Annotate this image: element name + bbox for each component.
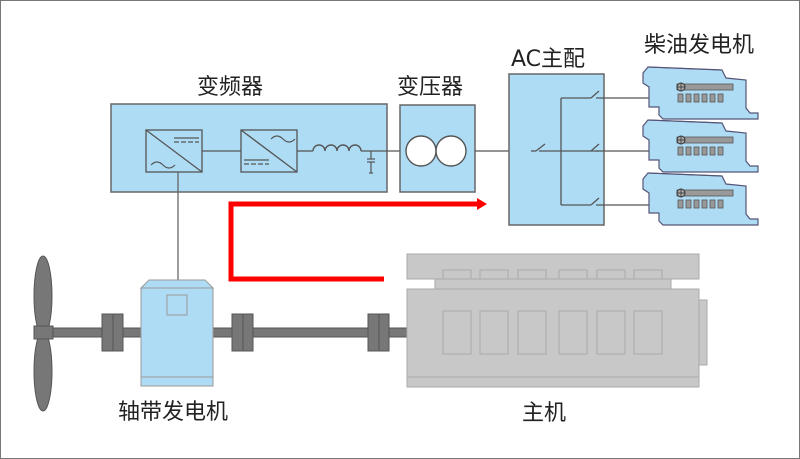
engine-cylinder bbox=[633, 310, 663, 355]
vfd-label: 变频器 bbox=[197, 75, 264, 100]
engine-cylinder-head bbox=[479, 269, 509, 280]
engine-cylinder bbox=[558, 310, 588, 355]
engine-cylinder-head bbox=[517, 269, 547, 280]
ac-main-label: AC主配 bbox=[511, 47, 586, 72]
shaft-generator-icon bbox=[139, 279, 215, 387]
engine-cylinder-head bbox=[596, 269, 626, 280]
diesel-generator-icon bbox=[642, 119, 759, 173]
diesel-generator-label: 柴油发电机 bbox=[644, 33, 755, 58]
engine-cylinder-head bbox=[558, 269, 588, 280]
shaft-generator-label: 轴带发电机 bbox=[118, 400, 229, 425]
propeller-icon bbox=[33, 255, 54, 412]
switchboard-breakers bbox=[531, 90, 651, 206]
inverter-icon bbox=[240, 129, 298, 173]
power-flow-arrow bbox=[228, 198, 487, 282]
transformer-label: 变压器 bbox=[397, 75, 464, 100]
transformer-icon bbox=[405, 135, 467, 167]
capacitor-icon bbox=[367, 151, 375, 174]
rectifier-icon bbox=[145, 129, 203, 173]
propeller-shaft bbox=[52, 313, 408, 352]
engine-cylinder bbox=[596, 310, 626, 355]
engine-cylinder bbox=[517, 310, 547, 355]
diesel-generator-icon bbox=[642, 172, 759, 226]
engine-cylinder-head bbox=[442, 269, 472, 280]
engine-cylinder bbox=[479, 310, 509, 355]
engine-cylinder bbox=[442, 310, 472, 355]
inductor-icon bbox=[312, 144, 362, 152]
diesel-generator-icon bbox=[642, 66, 759, 120]
main-engine-label: 主机 bbox=[522, 401, 567, 426]
engine-cylinder-head bbox=[633, 269, 663, 280]
main-engine-icon bbox=[406, 253, 708, 388]
ac-main-box bbox=[508, 73, 605, 226]
